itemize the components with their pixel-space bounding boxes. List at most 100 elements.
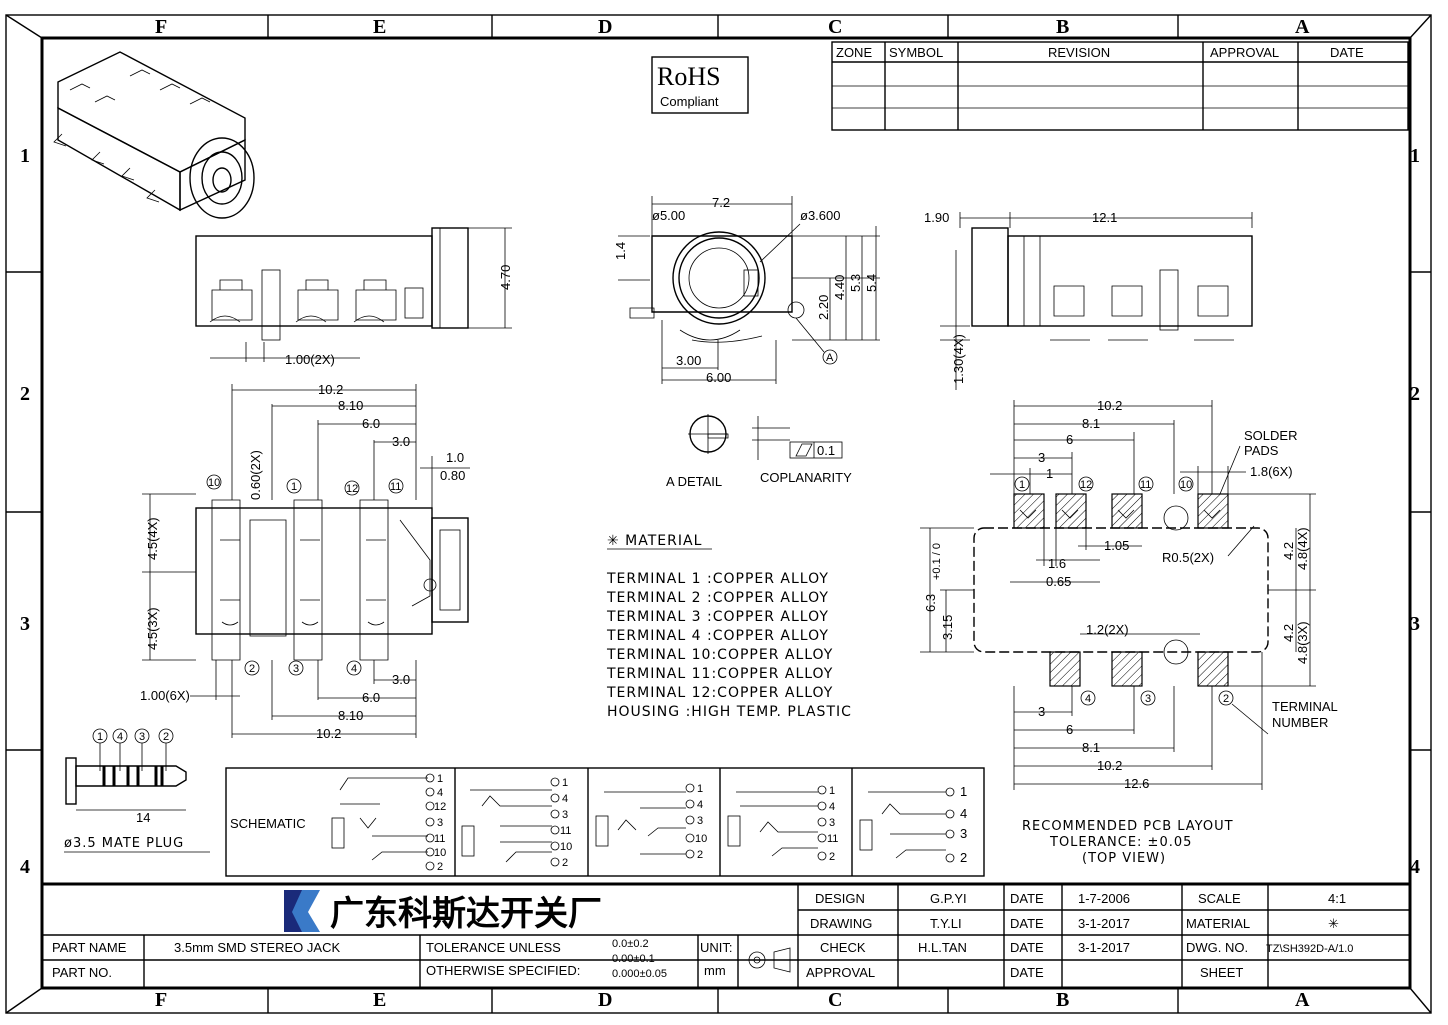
top-pin-3: 3	[293, 663, 299, 675]
dim-pcb-10-2: 10.2	[1097, 398, 1122, 413]
company-name: 广东科斯达开关厂	[330, 894, 602, 934]
pcb-pin-10: 10	[1180, 479, 1192, 491]
col-label-b-bottom: B	[1056, 989, 1069, 1011]
sch1-pin-3: 3	[437, 817, 443, 829]
sch2-pin-4: 4	[562, 793, 568, 805]
col-label-e: E	[373, 16, 386, 38]
plug-pin-3: 3	[139, 731, 145, 743]
title-block: 广东科斯达开关厂 DESIGN G.P.YI DATE 1-7-2006 SCA…	[42, 882, 1410, 988]
pcb-note-title: RECOMMENDED PCB LAYOUT	[1022, 819, 1234, 834]
row-label-3: 3	[20, 613, 30, 635]
sch4-pin-4: 4	[829, 801, 835, 813]
dim-pcb-6: 6	[1066, 432, 1073, 447]
dim-top-1-0: 1.0	[446, 450, 464, 465]
material-label: MATERIAL	[1186, 916, 1250, 931]
sheet-label: SHEET	[1200, 965, 1243, 980]
schematic-label: SCHEMATIC	[230, 816, 306, 831]
rear-view: 1.90 12.1 1.30(4X)	[924, 210, 1253, 390]
tolerance-value-1: 0.0±0.2	[612, 938, 649, 950]
design-label: DESIGN	[815, 891, 865, 906]
dim-top-10-2: 10.2	[318, 382, 343, 397]
rev-header-symbol: SYMBOL	[889, 45, 943, 60]
dim-side-5-3: 5.3	[848, 274, 863, 292]
side-view: 7.2 ø5.00 ø3.600 1.4 2.20 4.40 5.3 5.4 3…	[613, 195, 880, 385]
pad-4	[1049, 651, 1081, 687]
sch3-pin-1: 1	[697, 783, 703, 795]
company-logo-icon	[284, 890, 320, 932]
sch2-pin-2: 2	[562, 857, 568, 869]
dim-front-height: 4.70	[498, 265, 513, 290]
sch1-pin-12: 12	[434, 801, 446, 813]
pad-11	[1111, 493, 1143, 529]
tolerance-value-2: 0.00±0.1	[612, 953, 655, 965]
sch2-pin-11: 11	[560, 825, 571, 837]
dim-top-3-0: 3.0	[392, 434, 410, 449]
rev-header-date: DATE	[1330, 45, 1364, 60]
row-label-1: 1	[20, 145, 30, 167]
drawing-label: DRAWING	[810, 916, 872, 931]
col-label-e-bottom: E	[373, 989, 386, 1011]
dim-top-1-00-6x: 1.00(6X)	[140, 688, 190, 703]
col-label-c-bottom: C	[828, 989, 842, 1011]
top-pin-2: 2	[249, 663, 255, 675]
check-name: H.L.TAN	[918, 940, 967, 955]
dim-side-dia-outer: ø5.00	[652, 208, 685, 223]
sch5-pin-4: 4	[960, 806, 967, 821]
plug-pin-4: 4	[117, 731, 123, 743]
dim-pcb-1-8: 1.8(6X)	[1250, 464, 1293, 479]
sch4-pin-11: 11	[827, 833, 838, 845]
dim-top-bottom-3-0: 3.0	[392, 672, 410, 687]
dim-rear-1-30: 1.30(4X)	[951, 334, 966, 384]
part-name-label: PART NAME	[52, 940, 127, 955]
dim-pcb-4-8-3x: 4.8(3X)	[1295, 621, 1310, 664]
dim-side-3-00: 3.00	[676, 353, 701, 368]
coplanarity-label: COPLANARITY	[760, 470, 852, 485]
tolerance-label-2: OTHERWISE SPECIFIED:	[426, 963, 580, 978]
col-label-f-bottom: F	[155, 989, 167, 1011]
sch1-pin-10: 10	[434, 847, 446, 859]
top-pin-11: 11	[390, 481, 401, 493]
dim-side-1-4: 1.4	[613, 242, 628, 260]
dim-side-6-00: 6.00	[706, 370, 731, 385]
dim-pcb-4-2b: 4.2	[1281, 624, 1296, 642]
sch1-pin-2: 2	[437, 861, 443, 873]
dim-pcb-3: 3	[1038, 450, 1045, 465]
plug-dim-14: 14	[136, 810, 150, 825]
col-label-a: A	[1295, 16, 1310, 38]
scale-label: SCALE	[1198, 891, 1241, 906]
drawing-date-label: DATE	[1010, 916, 1044, 931]
dim-top-bottom-8-10: 8.10	[338, 708, 363, 723]
pcb-pin-12: 12	[1080, 479, 1092, 491]
check-date-label: DATE	[1010, 940, 1044, 955]
dim-pcb-bottom-12-6: 12.6	[1124, 776, 1149, 791]
dim-top-4-5-4x: 4.5(4X)	[145, 517, 160, 560]
dim-rear-12-1: 12.1	[1092, 210, 1117, 225]
dim-top-bottom-6-0: 6.0	[362, 690, 380, 705]
check-label: CHECK	[820, 940, 866, 955]
row-label-2-right: 2	[1410, 383, 1420, 405]
projection-symbol-icon	[744, 947, 791, 973]
design-date: 1-7-2006	[1078, 891, 1130, 906]
pad-12	[1055, 493, 1087, 529]
col-label-d-bottom: D	[598, 989, 612, 1011]
pcb-note-tolerance: TOLERANCE: ±0.05	[1049, 835, 1192, 850]
sch5-pin-2: 2	[960, 850, 967, 865]
dim-pcb-6-3-tol: +0.1 / 0	[931, 543, 943, 580]
top-pin-10: 10	[208, 477, 220, 489]
rev-header-revision: REVISION	[1048, 45, 1110, 60]
pcb-pin-1: 1	[1019, 479, 1025, 491]
check-date: 3-1-2017	[1078, 940, 1130, 955]
dim-top-8-10: 8.10	[338, 398, 363, 413]
dim-pcb-bottom-3: 3	[1038, 704, 1045, 719]
material-row-10: TERMINAL 10:COPPER ALLOY	[606, 647, 833, 663]
sch3-pin-4: 4	[697, 799, 703, 811]
plug-pin-1: 1	[97, 731, 103, 743]
pcb-pin-11: 11	[1140, 479, 1151, 491]
rohs-subtitle: Compliant	[660, 94, 719, 109]
material-title: ✳ MATERIAL	[607, 533, 702, 549]
tolerance-label-1: TOLERANCE UNLESS	[426, 940, 561, 955]
dim-rear-1-90: 1.90	[924, 210, 949, 225]
tolerance-value-3: 0.000±0.05	[612, 968, 667, 980]
top-pin-4: 4	[351, 663, 357, 675]
material-row-2: TERMINAL 2 :COPPER ALLOY	[606, 590, 829, 606]
